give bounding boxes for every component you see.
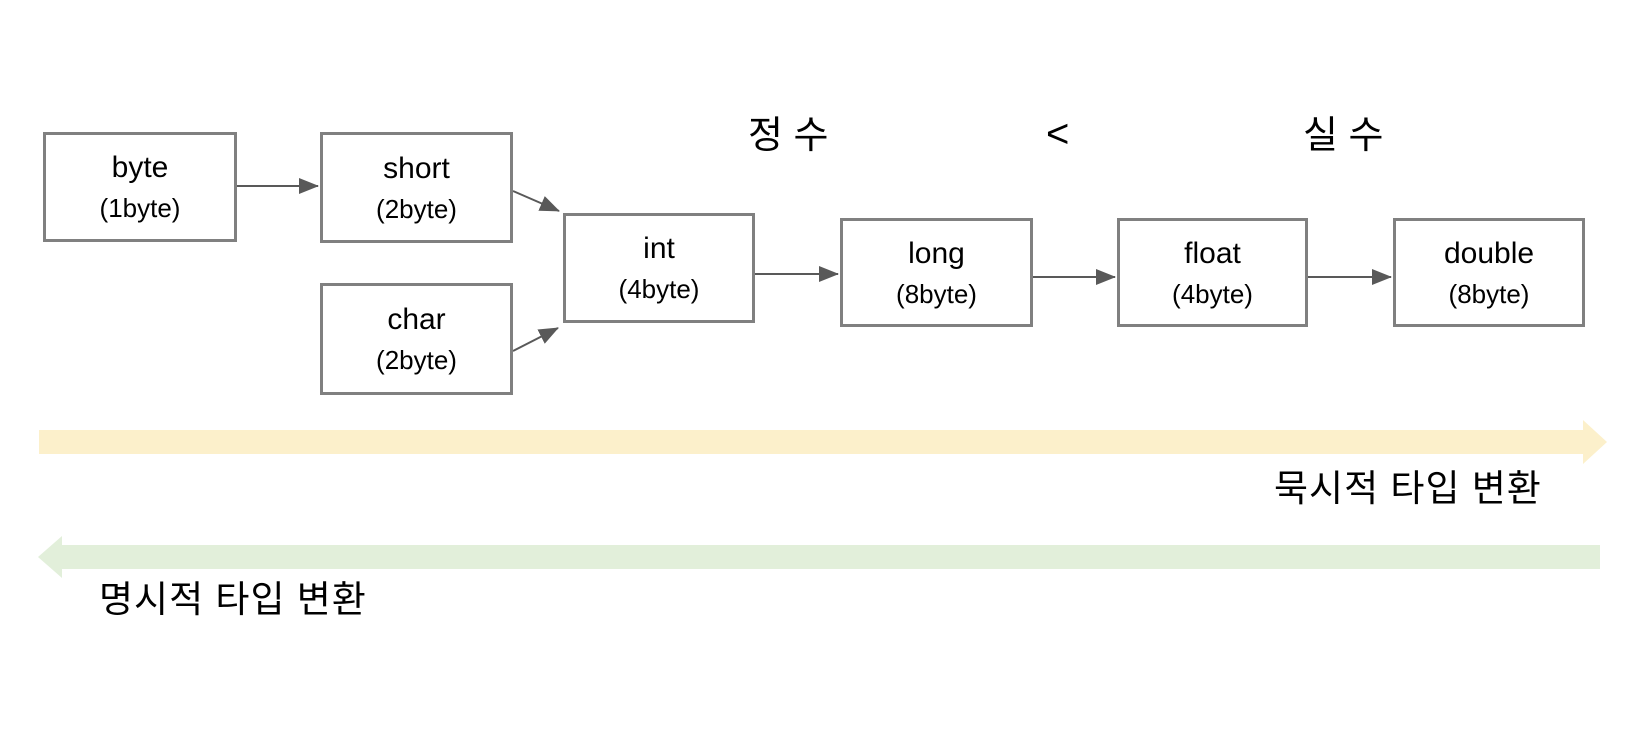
node-int-label: int [643,232,675,265]
node-char-label: char [387,303,446,336]
node-char: char (2byte) [320,283,513,395]
implicit-conversion-label: 묵시적 타입 변환 [1274,468,1542,509]
node-float-label: float [1184,236,1241,270]
integer-group-label: 정 수 [748,115,829,157]
node-short-label: short [383,151,450,185]
implicit-conversion-arrow [39,420,1607,464]
node-float-size: (4byte) [1172,278,1253,309]
node-float: float (4byte) [1117,218,1308,327]
comparison-symbol: < [1046,112,1070,156]
node-byte: byte (1byte) [43,132,237,242]
explicit-conversion-arrow [38,536,1600,578]
connector-char-int [512,327,559,352]
node-double-size: (8byte) [1448,278,1530,309]
node-short-size: (2byte) [376,193,457,224]
node-long: long (8byte) [840,218,1033,327]
connector-short-int [512,190,560,212]
node-long-label: long [908,236,965,270]
node-short: short (2byte) [320,132,513,243]
real-group-label: 실 수 [1303,115,1384,157]
node-char-size: (2byte) [376,345,457,375]
explicit-conversion-label: 명시적 타입 변환 [99,579,367,620]
node-long-size: (8byte) [896,278,977,309]
node-int-size: (4byte) [618,274,700,304]
node-double: double (8byte) [1393,218,1585,327]
node-double-label: double [1443,236,1535,270]
node-byte-label: byte [111,151,169,184]
node-int: int (4byte) [563,213,755,323]
node-byte-size: (1byte) [99,193,181,223]
